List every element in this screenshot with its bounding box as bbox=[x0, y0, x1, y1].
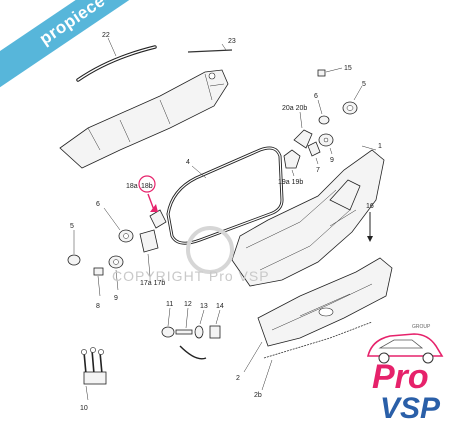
callout-13: 13 bbox=[200, 303, 208, 310]
part-14-nut bbox=[209, 309, 221, 339]
callout-22: 22 bbox=[102, 32, 110, 39]
callout-1: 1 bbox=[378, 143, 382, 150]
part-11-plug bbox=[161, 307, 175, 338]
part-18-hinge bbox=[138, 175, 167, 229]
part-17-latch bbox=[139, 229, 159, 277]
part-19-latch bbox=[283, 149, 301, 177]
part-12-screw bbox=[175, 307, 193, 335]
part-upper-crossmember bbox=[59, 69, 229, 169]
callout-4: 4 bbox=[186, 159, 190, 166]
part-2-lower-panel bbox=[243, 257, 393, 373]
part-13-washer bbox=[194, 309, 205, 339]
part-9-screw-right bbox=[318, 133, 334, 155]
callout-19a-19b: 19a 19b bbox=[278, 179, 303, 186]
highlight-circle bbox=[138, 175, 156, 193]
part-6-grommet-right bbox=[317, 99, 330, 125]
callout-11: 11 bbox=[166, 301, 173, 308]
car-icon bbox=[366, 333, 444, 364]
part-20-hinge bbox=[293, 111, 313, 149]
callout-2: 2 bbox=[236, 375, 240, 382]
part-22-strip bbox=[76, 37, 157, 82]
callout-8: 8 bbox=[96, 303, 100, 310]
part-9-screw-left bbox=[108, 255, 124, 291]
part-15-nut bbox=[317, 67, 343, 77]
callout-17a-17b: 17a 17b bbox=[140, 280, 165, 287]
callout-18b: 18b bbox=[141, 183, 153, 190]
callout-5-left: 5 bbox=[70, 223, 74, 230]
part-2b-bead bbox=[261, 321, 373, 391]
part-23-strip bbox=[187, 43, 233, 53]
callout-20a-20b: 20a 20b bbox=[282, 105, 307, 112]
copyright-watermark: COPYRIGHT Pro VSP bbox=[112, 268, 270, 284]
logo-vsp-text: VSP bbox=[380, 392, 441, 425]
callout-15: 15 bbox=[344, 65, 352, 72]
part-7-clip bbox=[307, 141, 321, 165]
callout-14: 14 bbox=[216, 303, 224, 310]
callout-18a: 18a bbox=[126, 183, 138, 190]
callout-12: 12 bbox=[184, 301, 192, 308]
callout-16: 16 bbox=[366, 203, 374, 210]
part-16-pin bbox=[367, 212, 373, 242]
part-5-cap-left bbox=[67, 230, 81, 266]
callout-2b: 2b bbox=[254, 392, 262, 399]
fastener-group-bracket bbox=[179, 345, 207, 360]
logo-group-text: GROUP bbox=[412, 324, 431, 330]
part-10-connector bbox=[81, 347, 107, 401]
callout-7: 7 bbox=[316, 167, 320, 174]
logo-pro-text: Pro bbox=[372, 358, 429, 396]
callout-5-right: 5 bbox=[362, 81, 366, 88]
part-6-grommet-left bbox=[103, 207, 134, 243]
callout-6-right: 6 bbox=[314, 93, 318, 100]
callout-23: 23 bbox=[228, 38, 236, 45]
part-1-body-frame bbox=[231, 145, 385, 287]
callout-9-right: 9 bbox=[330, 157, 334, 164]
copyright-mark bbox=[186, 226, 234, 274]
part-5-cap-right bbox=[342, 85, 363, 115]
callout-10: 10 bbox=[80, 405, 88, 412]
part-8-bolt bbox=[93, 267, 104, 297]
provsp-logo: GROUP Pro VSP bbox=[350, 318, 460, 430]
callout-9-left: 9 bbox=[114, 295, 118, 302]
callout-6-left: 6 bbox=[96, 201, 100, 208]
